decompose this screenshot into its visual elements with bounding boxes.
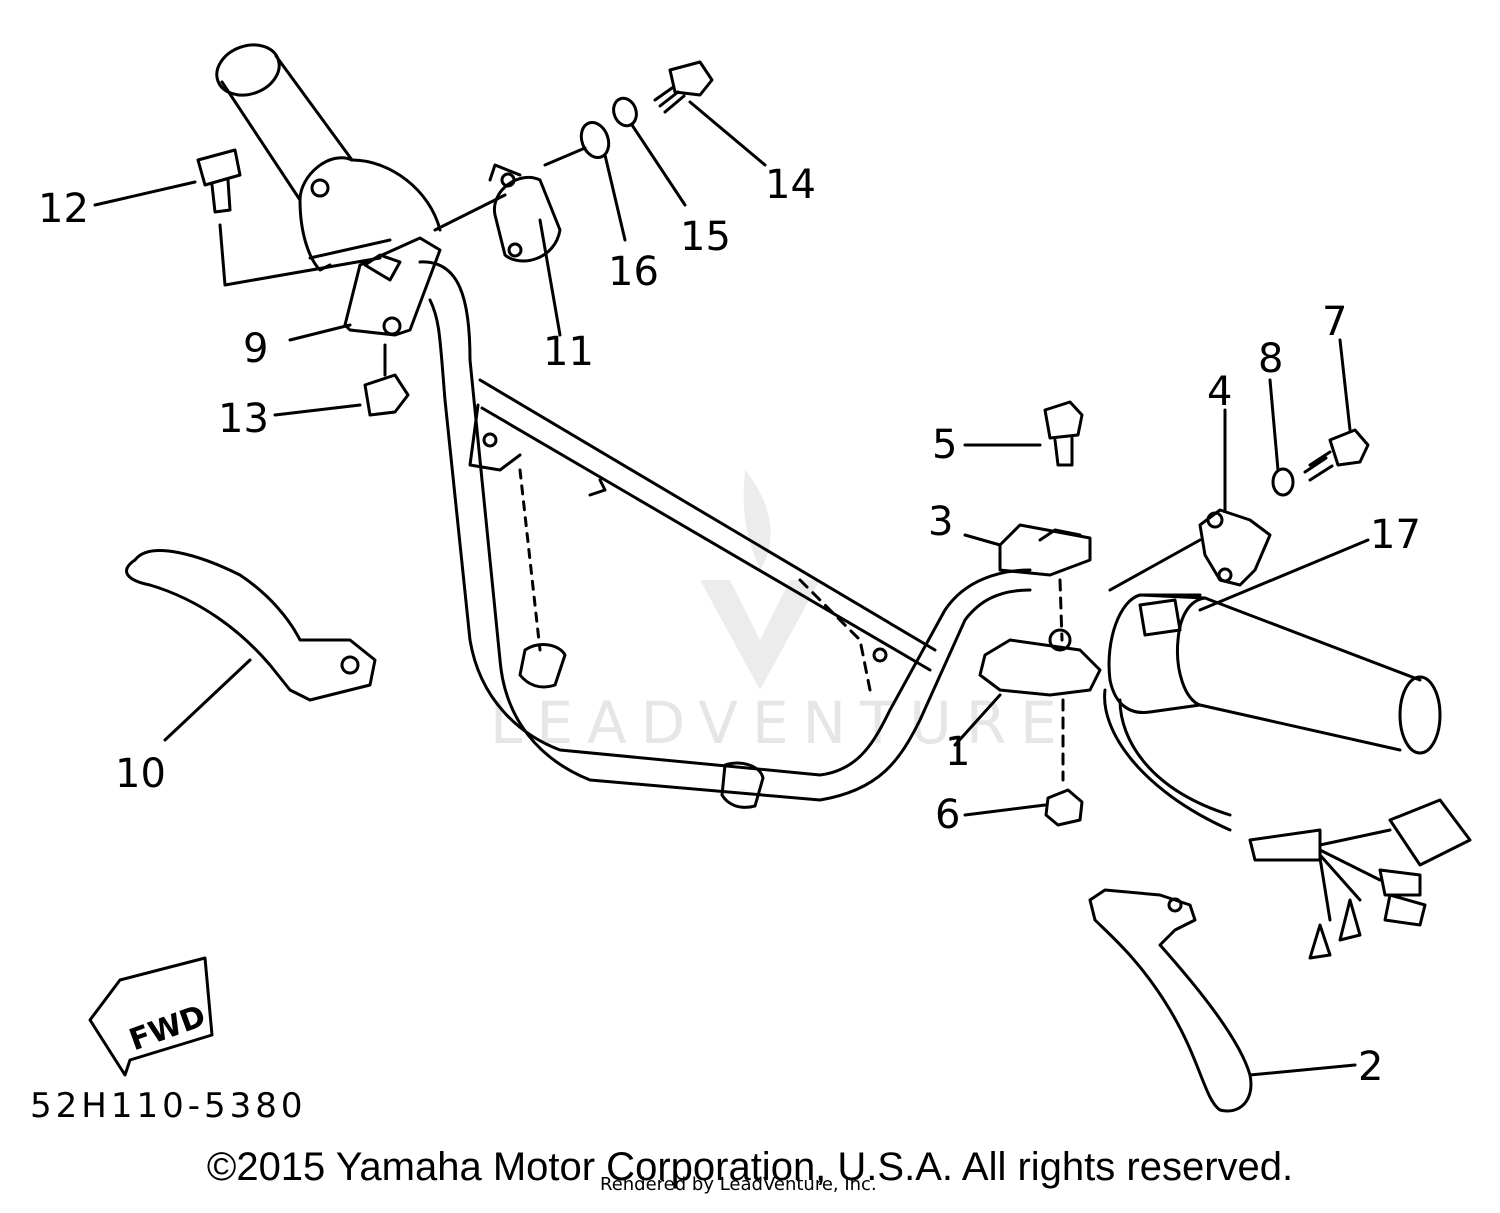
bolt-12 — [196, 148, 242, 214]
part-3 — [998, 523, 1092, 577]
callout-10: 10 — [115, 751, 166, 797]
leader-lines — [93, 100, 1370, 1077]
callout-15: 15 — [680, 214, 731, 260]
bolt-5 — [1043, 400, 1084, 467]
nut-6 — [1044, 788, 1084, 827]
copyright-notice: ©2015 Yamaha Motor Corporation, U.S.A. A… — [206, 1145, 1294, 1189]
watermark: LEADVENTURE — [490, 470, 1071, 757]
callout-7: 7 — [1322, 299, 1347, 345]
callout-4: 4 — [1207, 369, 1232, 415]
fwd-arrow-icon — [88, 956, 214, 1077]
callout-5: 5 — [932, 422, 957, 468]
callout-9: 9 — [243, 326, 268, 372]
bolt-14 — [653, 60, 714, 114]
wire-harness — [1248, 798, 1472, 960]
nut-13 — [363, 373, 410, 417]
callout-8: 8 — [1258, 336, 1283, 382]
callout-12: 12 — [38, 186, 89, 232]
callout-2: 2 — [1358, 1044, 1383, 1090]
diagram-part-code: 52H110-5380 — [30, 1086, 307, 1126]
bolt-7 — [1303, 428, 1370, 482]
lever-2 — [1088, 888, 1253, 1113]
lever-holder-left — [343, 236, 442, 337]
callout-13: 13 — [218, 396, 269, 442]
handlebar-switch-17 — [1103, 593, 1442, 832]
washer-8 — [1271, 467, 1295, 497]
rendered-by-text: Rendered by LeadVenture, Inc. — [600, 1174, 877, 1195]
lever-holder-1 — [978, 578, 1102, 782]
callout-17: 17 — [1370, 512, 1421, 558]
watermark-text: LEADVENTURE — [490, 689, 1071, 757]
callout-14: 14 — [765, 162, 816, 208]
washer-15 — [612, 96, 638, 128]
callout-1: 1 — [945, 729, 970, 775]
watermark-logo-icon — [700, 580, 820, 690]
clamp-4 — [1198, 508, 1272, 587]
callout-labels: 1 2 3 4 5 6 7 8 9 10 11 12 13 14 15 16 1… — [38, 162, 1421, 1090]
upper-holder-11 — [488, 163, 562, 263]
left-grip — [215, 43, 442, 272]
handlebar — [418, 260, 1032, 809]
callout-3: 3 — [928, 499, 953, 545]
callout-16: 16 — [608, 249, 659, 295]
callout-11: 11 — [543, 329, 594, 375]
lever-10 — [125, 549, 377, 702]
washer-16 — [579, 121, 611, 159]
callout-6: 6 — [935, 792, 960, 838]
